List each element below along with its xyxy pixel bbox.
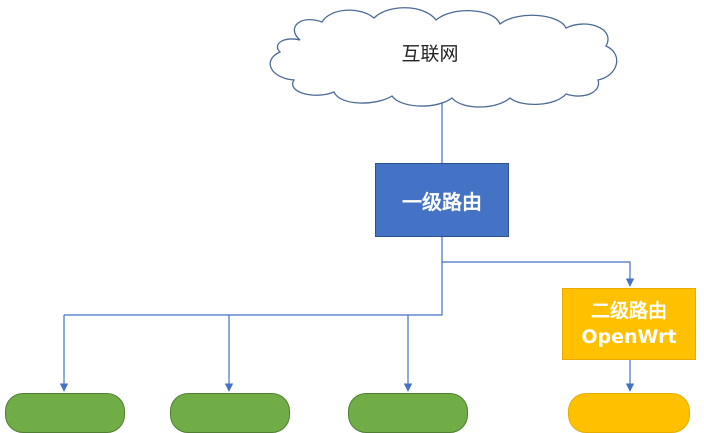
primary-router-node: 一级路由 bbox=[375, 163, 509, 237]
connector-primary-leaves bbox=[64, 237, 443, 316]
leaf-node-3 bbox=[348, 393, 468, 433]
internet-cloud-icon bbox=[269, 7, 618, 108]
secondary-router-node: 二级路由 OpenWrt bbox=[562, 288, 696, 360]
network-diagram bbox=[59, 7, 635, 392]
connector-primary-secondary bbox=[442, 261, 635, 287]
primary-router-label: 一级路由 bbox=[402, 189, 482, 214]
secondary-router-label-line2: OpenWrt bbox=[581, 326, 677, 348]
internet-label: 互联网 bbox=[401, 42, 459, 65]
leaf-node-4 bbox=[568, 393, 690, 433]
leaf-node-2 bbox=[170, 393, 290, 433]
leaf-node-1 bbox=[5, 393, 125, 433]
secondary-router-label-line1: 二级路由 bbox=[590, 300, 667, 322]
connectors bbox=[59, 102, 635, 392]
